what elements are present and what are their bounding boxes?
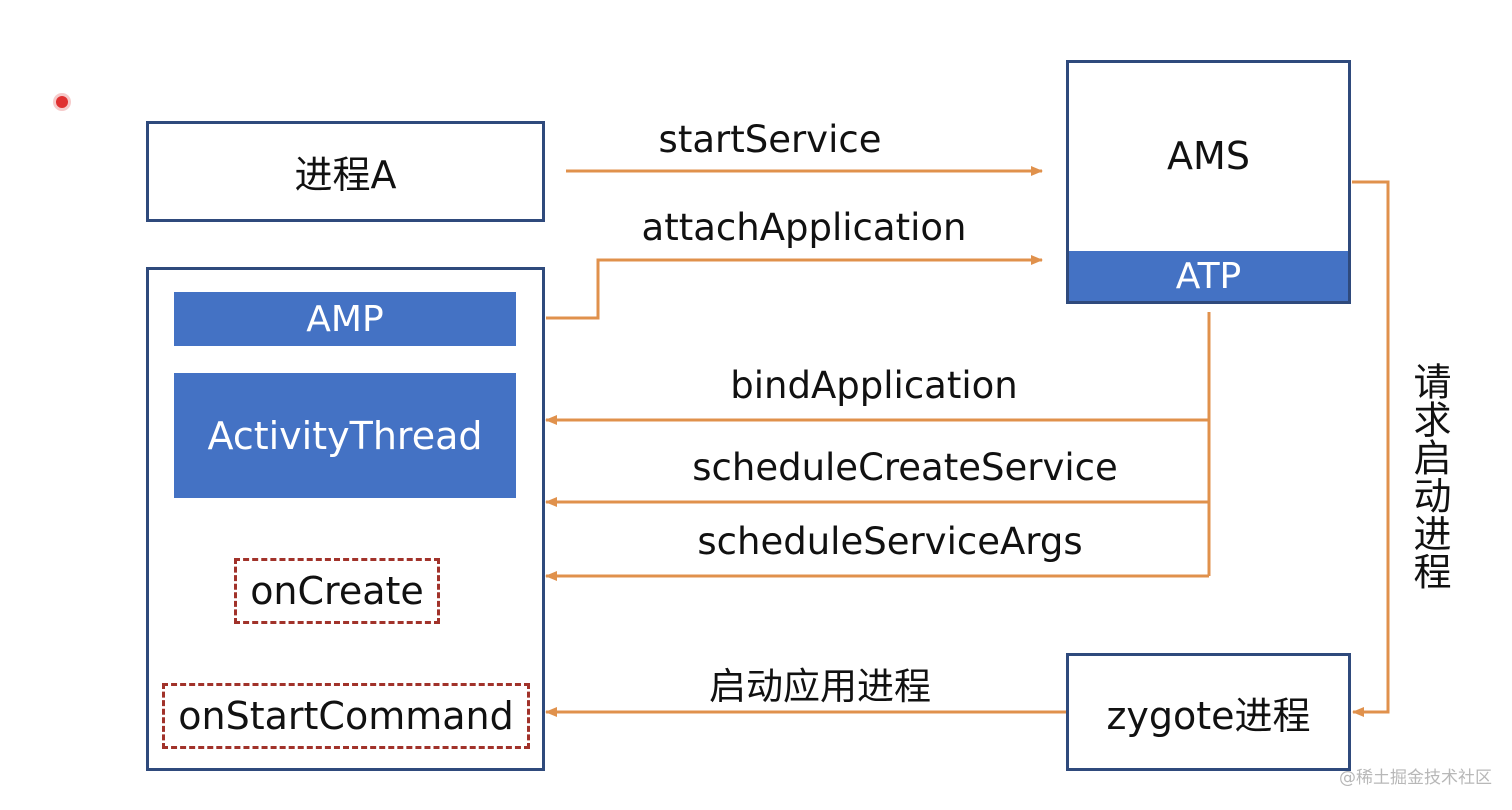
arrow-attach-application bbox=[546, 255, 1043, 320]
amp-block: AMP bbox=[174, 292, 516, 346]
on-create-box: onCreate bbox=[234, 558, 440, 624]
start-app-process-label: 启动应用进程 bbox=[709, 665, 931, 708]
atp-block: ATP bbox=[1069, 251, 1348, 301]
request-start-process-label: 请求启动进程 bbox=[1407, 362, 1451, 590]
attach-application-label: attachApplication bbox=[641, 206, 967, 249]
zygote-label: zygote进程 bbox=[1106, 693, 1311, 738]
start-service-label: startService bbox=[658, 118, 882, 161]
watermark: @稀土掘金技术社区 bbox=[1339, 768, 1492, 788]
zygote-box: zygote进程 bbox=[1066, 653, 1351, 771]
on-start-command-label: onStartCommand bbox=[178, 694, 514, 738]
on-start-command-box: onStartCommand bbox=[162, 683, 530, 749]
amp-label: AMP bbox=[306, 298, 384, 340]
arrow-request-start-process bbox=[1352, 180, 1390, 717]
activity-thread-label: ActivityThread bbox=[207, 413, 483, 458]
recording-indicator-dot bbox=[56, 96, 68, 108]
bind-application-label: bindApplication bbox=[730, 364, 1018, 407]
ams-label: AMS bbox=[1167, 134, 1250, 178]
on-create-label: onCreate bbox=[250, 569, 424, 613]
schedule-create-service-label: scheduleCreateService bbox=[692, 446, 1118, 489]
activity-thread-block: ActivityThread bbox=[174, 373, 516, 498]
process-a-box: 进程A bbox=[146, 121, 545, 222]
schedule-service-args-label: scheduleServiceArgs bbox=[697, 520, 1083, 563]
process-a-label: 进程A bbox=[294, 153, 397, 197]
atp-label: ATP bbox=[1175, 255, 1242, 297]
ams-title-area: AMS bbox=[1069, 63, 1348, 249]
ams-box: AMS ATP bbox=[1066, 60, 1351, 304]
